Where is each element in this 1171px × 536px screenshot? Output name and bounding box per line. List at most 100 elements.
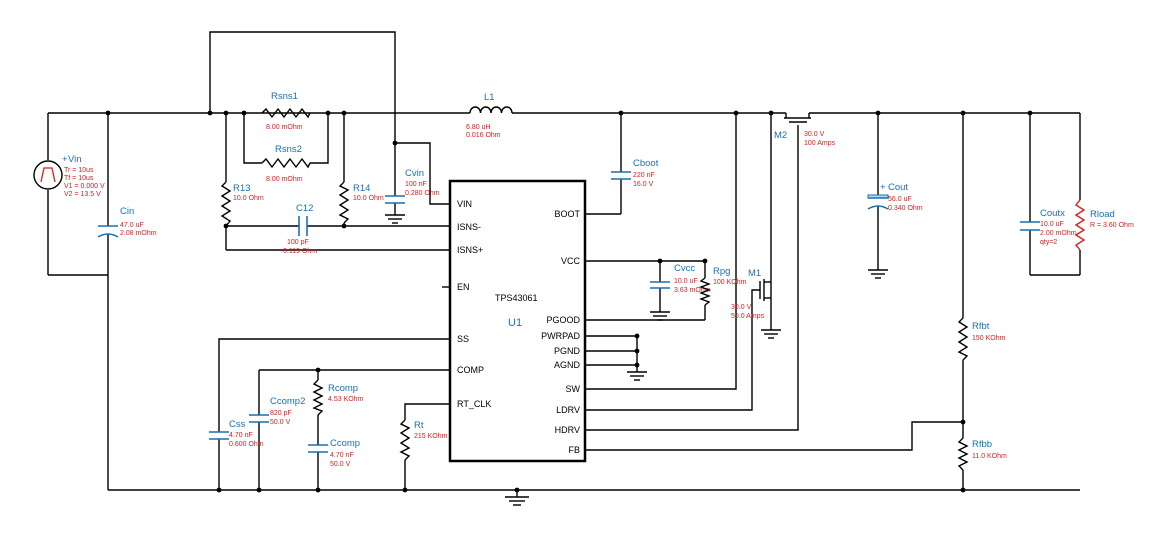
inductor-l1[interactable]: L1 6.80 uH 0.016 Ohm	[466, 92, 513, 139]
l1-ref: L1	[484, 92, 495, 103]
rfbb-value-1: 11.0 KOhm	[972, 453, 1007, 460]
ccomp2-value-2: 50.0 V	[270, 419, 291, 426]
resistor-rfbt[interactable]: Rfbt 150 KOhm	[957, 317, 1006, 361]
ccomp2-ref: Ccomp2	[270, 396, 305, 407]
capacitor-css[interactable]: Css 4.70 nF 0.600 Ohm	[209, 419, 264, 448]
r14-value-1: 10.0 Ohm	[353, 195, 384, 202]
resistor-rsns1[interactable]: Rsns1 8.00 mOhm	[261, 91, 311, 131]
rt-ref: Rt	[414, 420, 424, 431]
ground-m1-icon	[761, 329, 781, 339]
capacitor-c12[interactable]: C12 100 pF 0.119 Ohm	[283, 203, 317, 255]
rsns1-value-1: 8.00 mOhm	[266, 124, 303, 131]
cin-value-1: 47.0 uF	[120, 222, 144, 229]
resistor-r14[interactable]: R14 10.0 Ohm	[338, 181, 384, 224]
css-value-2: 0.600 Ohm	[229, 441, 264, 448]
pin-en-label: EN	[457, 282, 470, 292]
m1-value-1: 30.0 V	[731, 304, 752, 311]
r13-ref: R13	[233, 183, 250, 194]
cvin-ref: Cvin	[405, 168, 424, 179]
capacitor-cin[interactable]: Cin 47.0 uF 2.08 mOhm	[97, 206, 157, 238]
m1-value-2: 50.0 Amps	[731, 313, 765, 320]
coutx-value-1: 10.0 uF	[1040, 221, 1064, 228]
rcomp-ref: Rcomp	[328, 383, 358, 394]
cvcc-value-2: 3.63 mOhm	[674, 287, 711, 294]
resistor-rsns2[interactable]: Rsns2 8.00 mOhm	[261, 144, 311, 183]
cin-value-2: 2.08 mOhm	[120, 230, 157, 237]
vin-value-1: Tr = 10us	[64, 167, 94, 174]
pin-vcc-label: VCC	[561, 256, 581, 266]
l1-value-2: 0.016 Ohm	[466, 132, 501, 139]
cboot-value-2: 16.0 V	[633, 181, 654, 188]
cout-sign: +	[880, 182, 886, 193]
m2-value-1: 30.0 V	[804, 131, 825, 138]
m1-ref: M1	[748, 268, 761, 279]
ground-main-icon	[505, 496, 529, 506]
rload-ref: Rload	[1090, 209, 1115, 220]
pin-comp-label: COMP	[457, 365, 484, 375]
mosfet-m2[interactable]: M2 30.0 V 100 Amps	[774, 113, 836, 147]
cboot-ref: Cboot	[633, 158, 659, 169]
cvin-value-2: 0.280 Ohm	[405, 190, 440, 197]
rload-value-1: R = 3.60 Ohm	[1090, 222, 1134, 229]
capacitor-ccomp[interactable]: Ccomp 4.70 nF 50.0 V	[308, 438, 360, 468]
vin-value-2: Tf = 10us	[64, 175, 94, 182]
ccomp-value-1: 4.70 nF	[330, 452, 354, 459]
pin-pgnd-label: PGND	[554, 346, 581, 356]
pin-ldrv-label: LDRV	[556, 405, 580, 415]
resistor-rload[interactable]: Rload R = 3.60 Ohm	[1074, 199, 1134, 251]
rsns2-value-1: 8.00 mOhm	[266, 176, 303, 183]
ic-u1[interactable]: VIN ISNS- ISNS+ EN SS COMP RT_CLK BOOT V…	[448, 179, 587, 463]
rfbt-value-1: 150 KOhm	[972, 335, 1006, 342]
resistor-rcomp[interactable]: Rcomp 4.53 KOhm	[312, 379, 364, 416]
capacitor-cvcc[interactable]: Cvcc 10.0 uF 3.63 mOhm	[650, 263, 711, 294]
pin-hdrv-label: HDRV	[555, 425, 580, 435]
rsns1-ref: Rsns1	[271, 91, 298, 102]
capacitor-cvin[interactable]: Cvin 100 nF 0.280 Ohm	[385, 168, 440, 204]
ground-symbols	[385, 214, 888, 506]
vin-ref: Vin	[68, 154, 82, 165]
m2-value-2: 100 Amps	[804, 140, 836, 147]
cout-value-1: 56.0 uF	[888, 196, 912, 203]
m2-ref: M2	[774, 130, 787, 141]
ic-ref-label: U1	[508, 317, 522, 329]
ccomp-value-2: 50.0 V	[330, 461, 351, 468]
capacitor-cboot[interactable]: Cboot 220 nF 16.0 V	[611, 158, 659, 188]
wires	[47, 31, 1081, 497]
l1-value-1: 6.80 uH	[466, 124, 491, 131]
capacitor-coutx[interactable]: Coutx 10.0 uF 2.00 mOhm qty=2	[1020, 208, 1077, 246]
capacitor-ccomp2[interactable]: Ccomp2 820 pF 50.0 V	[249, 396, 305, 426]
rpg-ref: Rpg	[713, 266, 730, 277]
pin-rt-clk-label: RT_CLK	[457, 399, 491, 409]
rfbt-ref: Rfbt	[972, 321, 990, 332]
resistor-rt[interactable]: Rt 215 KOhm	[399, 419, 448, 461]
resistor-r13[interactable]: R13 10.0 Ohm	[220, 181, 264, 227]
pin-agnd-label: AGND	[554, 360, 581, 370]
vin-sign: +	[62, 154, 68, 165]
pin-isns-plus-label: ISNS+	[457, 245, 483, 255]
pin-pwrpad-label: PWRPAD	[541, 331, 580, 341]
rfbb-ref: Rfbb	[972, 439, 992, 450]
mosfet-m1[interactable]: M1 30.0 V 50.0 Amps	[731, 268, 772, 320]
rpg-value-1: 100 KOhm	[713, 279, 747, 286]
ic-part-number: TPS43061	[495, 293, 538, 303]
pin-ss-label: SS	[457, 334, 469, 344]
cin-ref: Cin	[120, 206, 134, 217]
source-vin[interactable]: + Vin Tr = 10us Tf = 10us V1 = 0.000 V V…	[33, 154, 105, 198]
capacitor-cout[interactable]: + Cout 56.0 uF 0.340 Ohm	[867, 182, 923, 212]
ground-cvcc-icon	[650, 311, 670, 321]
pin-pgood-label: PGOOD	[546, 315, 580, 325]
r13-value-1: 10.0 Ohm	[233, 195, 264, 202]
cvin-value-1: 100 nF	[405, 181, 427, 188]
resistor-rfbb[interactable]: Rfbb 11.0 KOhm	[957, 437, 1007, 471]
coutx-value-2: 2.00 mOhm	[1040, 230, 1077, 237]
resistor-rpg[interactable]: Rpg 100 KOhm	[699, 266, 747, 306]
vin-value-4: V2 = 13.5 V	[64, 191, 101, 198]
ground-cout-icon	[868, 269, 888, 279]
cvcc-ref: Cvcc	[674, 263, 695, 274]
cout-ref: Cout	[888, 182, 908, 193]
ccomp2-value-1: 820 pF	[270, 410, 292, 417]
rcomp-value-1: 4.53 KOhm	[328, 396, 364, 403]
c12-value-1: 100 pF	[287, 239, 309, 246]
vin-value-3: V1 = 0.000 V	[64, 183, 105, 190]
